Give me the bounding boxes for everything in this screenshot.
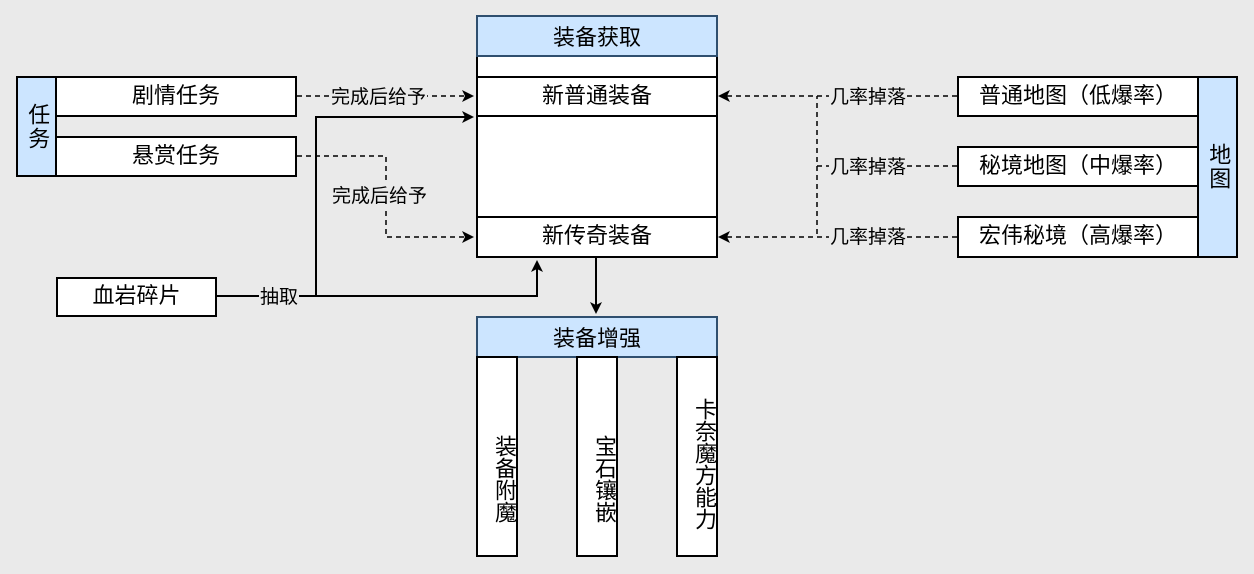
task-group-label: 任务 [16, 76, 57, 177]
edge-label-reward-1: 完成后给予 [330, 85, 428, 109]
enchant-node: 装备附魔 [476, 356, 518, 557]
grand-secret-map-node: 宏伟秘境（高爆率） [957, 216, 1199, 258]
bounty-task-node: 悬赏任务 [55, 136, 297, 177]
enhance-title: 装备增强 [476, 316, 718, 358]
kanai-cube-node: 卡奈魔方能力 [676, 356, 718, 557]
edge-label-drop-2: 几率掉落 [829, 155, 908, 179]
story-task-node: 剧情任务 [55, 76, 297, 117]
edge-label-drop-3: 几率掉落 [829, 225, 908, 249]
gem-socket-node: 宝石镶嵌 [576, 356, 618, 557]
normal-map-node: 普通地图（低爆率） [957, 76, 1199, 117]
edge-label-extract: 抽取 [259, 285, 300, 309]
map-group-label: 地图 [1197, 76, 1238, 258]
secret-map-node: 秘境地图（中爆率） [957, 146, 1199, 187]
edge-label-reward-2: 完成后给予 [331, 184, 429, 208]
edge-shard-to-legend [316, 260, 543, 297]
edge-label-drop-1: 几率掉落 [829, 85, 908, 109]
acquire-title: 装备获取 [476, 15, 718, 57]
blood-shard-node: 血岩碎片 [56, 277, 217, 317]
new-normal-equip-node: 新普通装备 [476, 76, 718, 117]
new-legend-equip-node: 新传奇装备 [476, 216, 718, 258]
